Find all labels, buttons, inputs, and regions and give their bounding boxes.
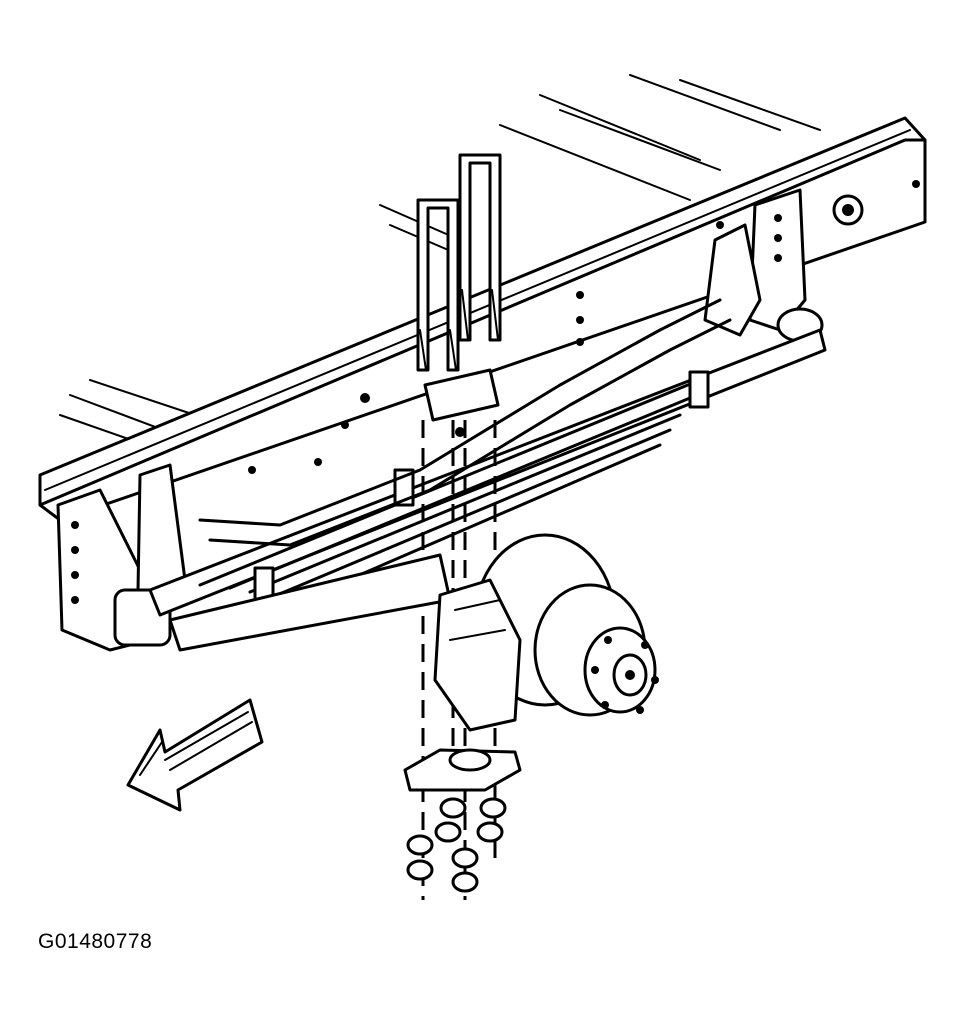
nut	[434, 821, 462, 843]
nut	[451, 871, 479, 893]
front-direction-arrow-icon	[126, 698, 264, 812]
u-bolt-left	[416, 198, 460, 372]
nut	[476, 821, 504, 843]
brake-caliper	[433, 578, 522, 732]
frame-rail	[38, 116, 927, 522]
figure-id-label: G01480778	[38, 930, 153, 953]
nut	[439, 797, 467, 819]
spring-plate	[403, 748, 522, 792]
nut	[451, 847, 479, 869]
nut	[406, 834, 434, 856]
axle-hub	[168, 533, 659, 732]
spring-seat	[423, 368, 500, 437]
u-bolt-right	[458, 153, 502, 342]
nut	[479, 797, 507, 819]
nuts	[406, 797, 507, 893]
nut	[406, 859, 434, 881]
leaf-spring	[148, 298, 827, 617]
